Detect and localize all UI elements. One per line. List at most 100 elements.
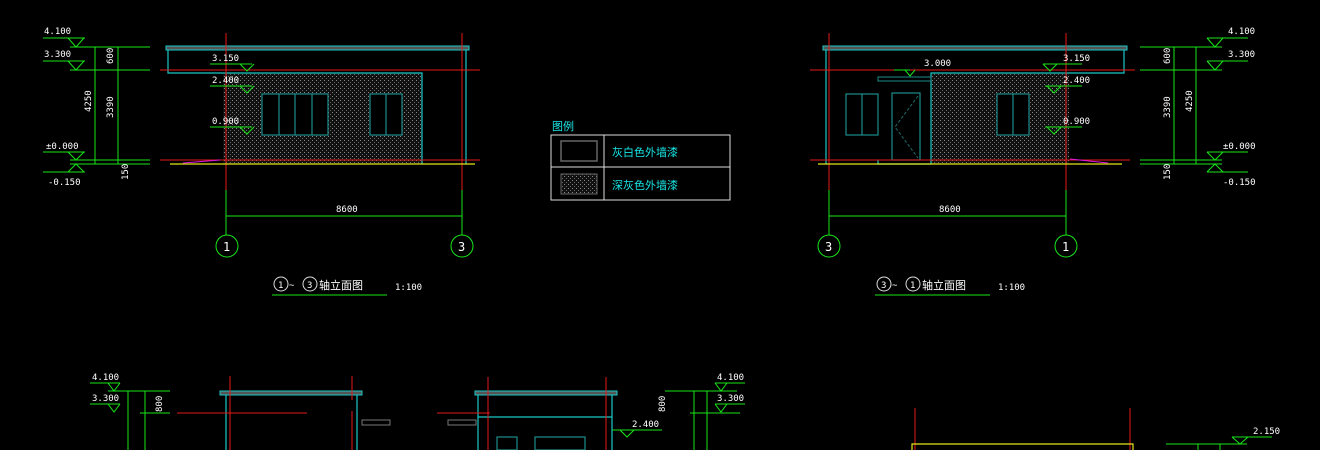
cad-linework [817,234,841,258]
dim-4250: 4250 [84,90,94,112]
cad-linework [302,276,318,292]
cad-linework [1166,436,1272,450]
cad-linework [1054,234,1078,258]
dim-600: 600 [106,48,116,64]
cad-label: 4.100 [92,373,119,383]
cad-label: 800 [658,396,668,412]
cad-label: 800 [155,396,165,412]
cad-linework [914,408,1131,450]
roof-slab [165,45,470,51]
cad-linework [876,276,892,292]
cad-label: 0.900 [1063,117,1090,127]
cad-label: 3.300 [717,394,744,404]
mark-2400: 2.400 [212,76,239,86]
cad-linework [225,190,463,235]
legend-item-light: 灰白色外墙漆 [612,145,678,159]
axis-lines [160,33,480,190]
cad-linework [177,376,353,450]
drawing-title: 3 ~ 1 轴立面图 1:100 [875,276,1025,296]
axis-label-3: 3 [825,240,832,254]
legend-title: 图例 [552,119,574,133]
cad-linework [1069,158,1109,164]
cad-label: ~ [892,281,898,291]
cad-label: 3 [881,281,886,291]
cad-linework [450,234,474,258]
cad-linework [90,382,170,450]
axis-label-3: 3 [458,240,465,254]
cad-label: 轴立面图 [922,278,966,292]
cad-linework [447,419,477,426]
cad-linework [361,419,391,426]
cad-label: -0.150 [1223,178,1256,188]
cad-linework [70,46,150,165]
cad-label: 3.300 [1228,50,1255,60]
cad-label: 150 [1163,164,1173,180]
cad-linework [210,63,255,135]
level-0000: ±0.000 [46,142,79,152]
level-marks: 4.100 3.300 ±0.000 -0.150 600 3390 4250 … [43,27,150,188]
cad-label: 3.300 [92,394,119,404]
cad-label: 3.150 [1063,54,1090,64]
ramp [182,159,221,164]
dim-3390: 3390 [106,96,116,118]
level-minus-0150: -0.150 [48,178,81,188]
cad-label: 8600 [939,205,961,215]
cad-label: 600 [1163,48,1173,64]
legend: 图例 灰白色外墙漆 深灰色外墙漆 [550,119,731,201]
cad-label: 4250 [1185,90,1195,112]
cad-label: 3390 [1163,96,1173,118]
level-3300: 3.300 [44,50,71,60]
cad-linework [828,190,1067,235]
cad-label: 2.400 [632,420,659,430]
cad-linework [810,33,1135,190]
building-outline [167,50,467,164]
light-grey-swatch [560,140,598,162]
cad-label: ~ [289,281,295,291]
cad-label: 3 [307,281,312,291]
cad-label: 1:100 [998,283,1025,293]
cad-label: ±0.000 [1223,142,1256,152]
cad-linework [474,390,618,396]
cad-linework [215,234,239,258]
span-8600: 8600 [336,205,358,215]
cad-linework [612,382,745,450]
cad-linework [219,390,363,396]
bottom-elevations: 4.100 3.300 800 2.400 4.100 3.300 800 2.… [90,373,1280,450]
cad-linework [894,95,919,159]
dim-150: 150 [121,164,131,180]
cad-label: 3.000 [924,59,951,69]
cad-linework [905,276,921,292]
elevation-3-to-1: 3.150 2.400 0.900 3.000 4.100 3.300 ±0.0… [810,27,1256,296]
scale: 1:100 [395,283,422,293]
elevation-1-to-3: 4.100 3.300 ±0.000 -0.150 600 3390 4250 … [43,27,480,296]
axis-label-1: 1 [223,240,230,254]
cad-label: 4.100 [717,373,744,383]
cad-linework [911,443,1134,450]
cad-linework [894,63,1082,135]
level-4100: 4.100 [44,27,71,37]
cad-linework [496,436,518,450]
cad-linework [278,94,313,135]
cad-linework [477,395,613,450]
legend-item-dark: 深灰色外墙漆 [612,178,678,192]
drawing-title: 1 ~ 3 轴立面图 1:100 [272,276,422,296]
windows [261,93,403,136]
canopy [877,76,932,82]
cad-linework [534,436,586,450]
cad-linework [551,135,730,200]
axis-label-1: 1 [1062,240,1069,254]
cad-label: 2.150 [1253,427,1280,437]
cad-linework [273,276,289,292]
mark-0900: 0.900 [212,117,239,127]
dark-grey-swatch [560,173,598,195]
cad-label: 轴立面图 [319,278,363,292]
cad-label: 2.400 [1063,76,1090,86]
cad-label: 1 [910,281,915,291]
cad-label: 1 [278,281,283,291]
mark-3150: 3.150 [212,54,239,64]
cad-linework [225,395,358,450]
roof-slab [822,45,1128,51]
cad-label: 4.100 [1228,27,1255,37]
cad-linework [1140,37,1248,173]
